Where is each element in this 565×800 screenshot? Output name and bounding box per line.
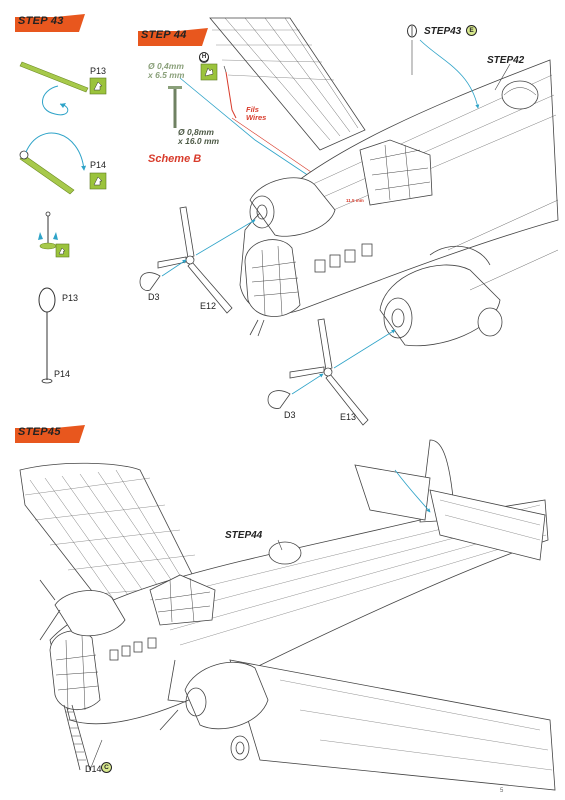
- step43-header: STEP 43: [15, 14, 85, 32]
- callout-step42: STEP42: [487, 55, 525, 66]
- part-label-p13b: P13: [62, 293, 79, 303]
- callout-step44: STEP44: [225, 530, 263, 541]
- callout-step43-badge: E: [466, 25, 477, 36]
- part-badge-d14-c: C: [101, 762, 112, 773]
- part-label-d3a: D3: [148, 292, 160, 302]
- wires-label-en: Wires: [246, 113, 267, 122]
- thick-wire-diameter: Ø 0,8mm: [178, 127, 214, 137]
- step45-header: STEP45: [15, 425, 85, 443]
- small-dimension-label: 11.5 mm: [346, 198, 364, 203]
- part-label-d14: D14: [85, 764, 102, 774]
- part-label-d3b: D3: [284, 410, 296, 420]
- scheme-label: Scheme B: [148, 153, 202, 165]
- step43-diagram: [19, 61, 107, 384]
- step44-wire-scheme: [168, 53, 331, 191]
- wires-label-fr: Fils: [246, 105, 259, 114]
- part-badge-p13b: [55, 243, 70, 258]
- step44-label: STEP 44: [141, 29, 187, 41]
- part-label-p14b: P14: [54, 369, 71, 379]
- part-badge-p14: [89, 172, 107, 190]
- wires-label: Fils Wires: [246, 106, 266, 122]
- page-number: 5: [500, 788, 504, 794]
- step44-header: STEP 44: [138, 28, 208, 46]
- thick-wire-length: x 16.0 mm: [178, 136, 220, 146]
- part-label-e13: E13: [340, 412, 357, 422]
- thin-wire-dimension: Ø 0,4mm x 6.5 mm: [148, 62, 184, 80]
- spinner-d3a: [139, 272, 161, 291]
- h-badge: H: [199, 52, 209, 62]
- step43-label: STEP 43: [18, 15, 64, 27]
- part-badge-p13: [89, 77, 107, 95]
- thin-wire-diameter: Ø 0,4mm: [148, 61, 184, 71]
- part-label-e12: E12: [200, 301, 217, 311]
- callout-step43: STEP43: [424, 26, 462, 37]
- propeller-e13: [289, 318, 369, 426]
- aircraft-top-view: [209, 17, 559, 347]
- drill-icon: [407, 24, 417, 38]
- spinner-d3b: [267, 390, 291, 409]
- propeller-e12: [157, 206, 233, 314]
- aircraft-step45: [19, 439, 556, 791]
- thin-wire-length: x 6.5 mm: [148, 70, 185, 80]
- part-label-p13: P13: [90, 66, 107, 76]
- thick-wire-dimension: Ø 0,8mm x 16.0 mm: [178, 128, 219, 146]
- part-label-p14: P14: [90, 160, 107, 170]
- step45-label: STEP45: [18, 426, 61, 438]
